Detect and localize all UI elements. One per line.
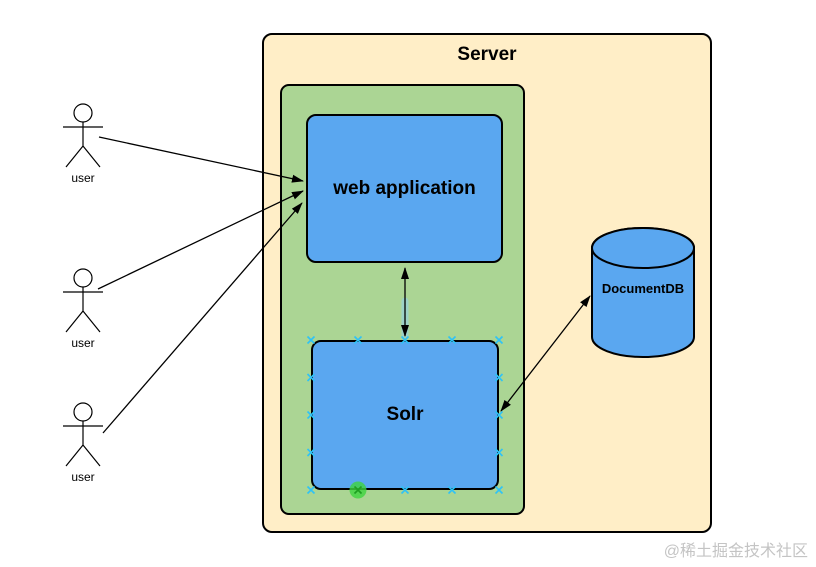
actor-body	[63, 122, 103, 168]
actor-user-3-label: user	[71, 470, 95, 484]
cylinder-top	[591, 227, 695, 269]
connection-point-cross[interactable]	[447, 485, 457, 495]
watermark: @稀土掘金技术社区	[663, 543, 808, 560]
server-label: Server	[457, 44, 517, 65]
edge-user2-webapp[interactable]	[97, 190, 304, 290]
connection-point-cross[interactable]	[306, 485, 316, 495]
connection-point-cross[interactable]	[494, 373, 504, 382]
solr-label: Solr	[386, 404, 424, 425]
connection-point-cross[interactable]	[494, 485, 504, 495]
actor-head	[73, 103, 93, 123]
connection-point-cross[interactable]	[494, 410, 504, 420]
active-connection-handle[interactable]	[349, 481, 367, 499]
edge-user3-webapp[interactable]	[102, 202, 303, 434]
actor-user-3[interactable]	[63, 402, 103, 467]
actor-body	[63, 287, 103, 333]
connection-point-cross[interactable]	[400, 335, 410, 345]
connection-point-cross[interactable]	[447, 335, 457, 345]
connection-point-cross[interactable]	[494, 335, 504, 345]
actor-user-2[interactable]	[63, 268, 103, 333]
documentdb-cylinder[interactable]	[591, 227, 695, 358]
actor-body	[63, 421, 103, 467]
actor-user-1-label: user	[71, 171, 95, 185]
web-application-label: web application	[333, 177, 476, 199]
edge-solr-documentdb[interactable]	[500, 295, 591, 412]
connection-point-cross[interactable]	[494, 448, 504, 457]
solr-connection-points	[306, 335, 504, 495]
connection-point-cross[interactable]	[306, 335, 316, 345]
actor-head	[73, 402, 93, 422]
connection-point-cross[interactable]	[306, 373, 316, 382]
actor-head	[73, 268, 93, 288]
edge-user1-webapp[interactable]	[98, 136, 304, 183]
connection-point-cross[interactable]	[306, 448, 316, 457]
web-application-node[interactable]: web application	[306, 114, 503, 263]
connection-point-cross[interactable]	[353, 335, 363, 345]
connection-point-cross[interactable]	[306, 410, 316, 420]
actor-user-2-label: user	[71, 336, 95, 350]
actor-user-1[interactable]	[63, 103, 103, 168]
documentdb-label: DocumentDB	[601, 281, 685, 296]
connection-point-cross[interactable]	[400, 485, 410, 495]
handle-cross	[353, 485, 363, 495]
